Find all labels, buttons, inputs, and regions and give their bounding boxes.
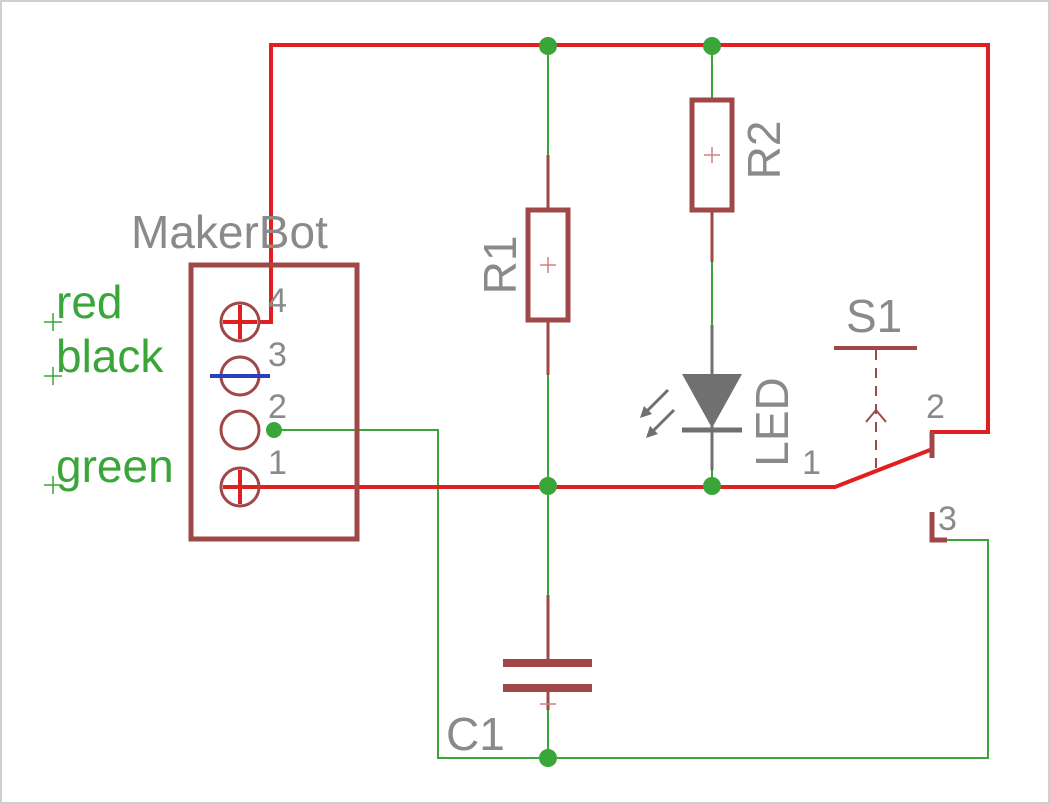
connector-pin-1 (219, 466, 261, 508)
r1-origin-mark (540, 257, 556, 273)
wire-label-markers (44, 313, 62, 494)
c1-symbol (503, 595, 592, 710)
connector-label: MakerBot (131, 206, 328, 258)
junction-led-bottom (703, 477, 721, 495)
switch-pin-3-label: 3 (938, 500, 957, 538)
r2-label: R2 (738, 121, 790, 180)
connector-pin-1-number: 1 (268, 444, 287, 482)
connector-body (188, 262, 360, 542)
r1-label: R1 (474, 236, 526, 295)
s1-label: S1 (846, 290, 902, 342)
junction-r1-top (539, 37, 557, 55)
wire-label-black: black (56, 330, 164, 382)
led-label: LED (746, 377, 798, 466)
junction-r2-top (703, 37, 721, 55)
junction-c1-bottom (539, 749, 557, 767)
wire-red-ground (240, 448, 931, 489)
wire-green-signal (270, 429, 989, 759)
junction-r1-bottom (539, 477, 557, 495)
connector-pin-4-number: 4 (268, 282, 287, 320)
connector-pin-4 (219, 301, 261, 343)
r2-origin-mark (704, 147, 720, 163)
wire-label-red: red (56, 276, 122, 328)
connector-pin-2 (219, 409, 261, 451)
connector-pin-2-number: 2 (268, 388, 287, 426)
junction-pin-2 (266, 422, 282, 438)
wire-red-power (258, 43, 990, 434)
switch-pin-2-label: 2 (926, 388, 945, 426)
c1-label: C1 (446, 708, 505, 760)
connector-pin-3-number: 3 (268, 336, 287, 374)
switch-pin-1-label: 1 (802, 444, 821, 482)
connector-pin-3 (210, 355, 270, 397)
led-symbol (640, 325, 742, 470)
s1-symbol (834, 346, 947, 543)
wire-label-green: green (56, 440, 174, 492)
